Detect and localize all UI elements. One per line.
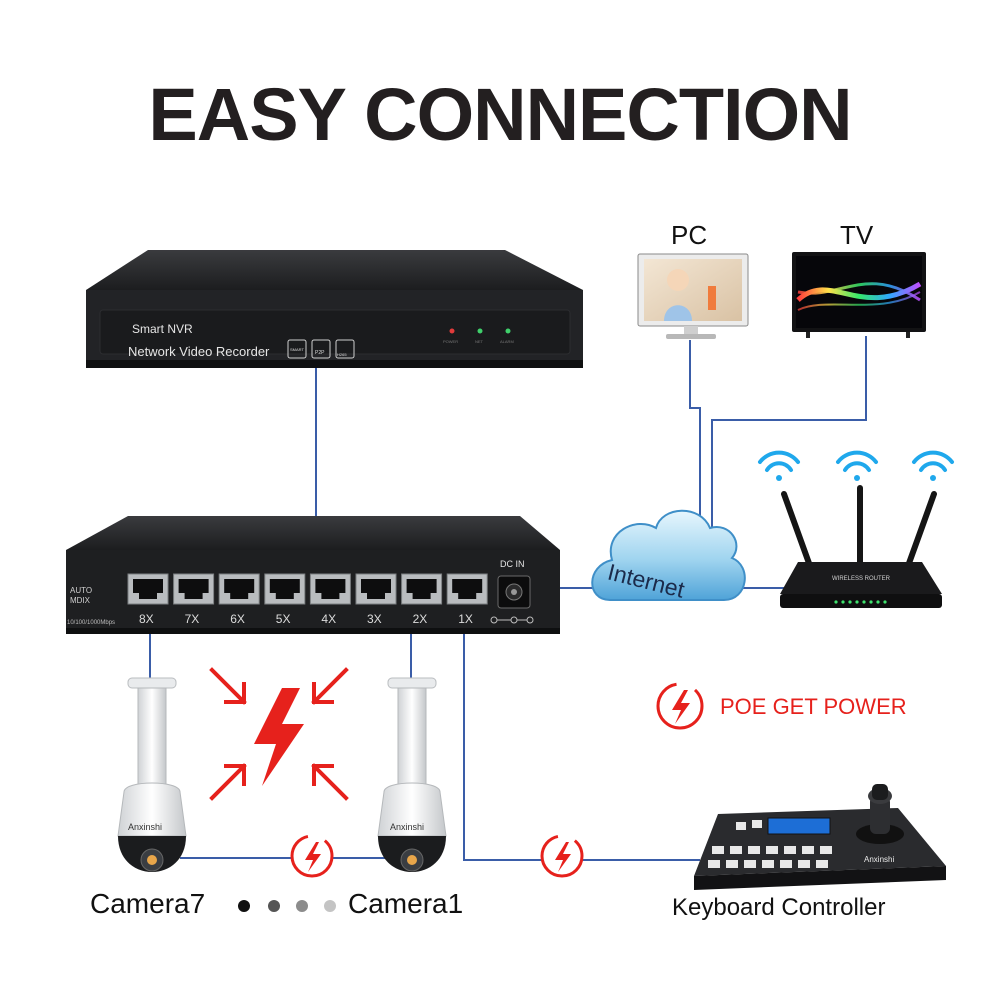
router-label: WIRELESS ROUTER — [832, 576, 891, 582]
ethernet-port-socket — [269, 579, 300, 599]
nvr-net-led — [477, 328, 483, 334]
ethernet-port-socket — [406, 579, 437, 599]
camera1-label: Camera1 — [348, 888, 464, 919]
ethernet-port-socket — [361, 579, 391, 599]
nvr-device: Smart NVR Network Video Recorder SMART P… — [86, 250, 583, 368]
keyboard-brand: Anxinshi — [864, 855, 894, 864]
pc-device: PC — [637, 220, 749, 339]
camera-sequence-dots — [238, 900, 336, 912]
poe-badge-icon — [656, 682, 704, 730]
port-label: 7X — [185, 612, 200, 626]
keyboard-controller: Anxinshi — [694, 784, 946, 890]
port-label: 1X — [458, 612, 473, 626]
port-label: 2X — [413, 612, 428, 626]
camera1-brand: Anxinshi — [390, 822, 424, 832]
tv-label: TV — [840, 220, 874, 250]
nvr-brand: Smart NVR — [132, 322, 193, 336]
nvr-model: Network Video Recorder — [128, 344, 270, 359]
keyboard-label: Keyboard Controller — [672, 894, 886, 921]
wireless-router: WIRELESS ROUTER — [758, 450, 954, 608]
wifi-icon — [758, 450, 954, 481]
camera-7: Anxinshi — [117, 677, 187, 872]
dc-polarity-icon — [490, 616, 534, 624]
ethernet-port-socket — [133, 579, 163, 599]
port-label: 6X — [230, 612, 245, 626]
pc-label: PC — [671, 220, 707, 250]
ethernet-port-socket — [224, 579, 255, 599]
page-title: EASY CONNECTION — [148, 73, 852, 156]
switch-dc-label: DC IN — [500, 559, 525, 569]
port-label: 4X — [321, 612, 336, 626]
nvr-badge-h265: H265 — [337, 352, 347, 357]
ethernet-port-socket — [452, 579, 483, 599]
port-label: 3X — [367, 612, 382, 626]
line-port1-keyboard — [463, 594, 700, 861]
switch-mdix-label: MDIX — [70, 596, 91, 605]
nvr-badge-p2p: P2P — [315, 350, 325, 356]
line-pc-internet — [689, 340, 701, 548]
camera7-label: Camera7 — [90, 888, 206, 919]
nvr-leds: POWER NET ALARM — [443, 328, 514, 344]
tv-device: TV — [792, 220, 926, 338]
poe-badge-cameras — [290, 834, 334, 878]
camera7-brand: Anxinshi — [128, 822, 162, 832]
poe-legend — [656, 682, 704, 730]
nvr-alarm-led — [505, 328, 511, 334]
lightning-bolt-icon — [254, 688, 304, 786]
pc-screen — [644, 259, 742, 321]
port-label: 8X — [139, 612, 154, 626]
camera-1: Anxinshi — [377, 677, 447, 872]
router-antennas — [781, 485, 937, 569]
poe-label: POE GET POWER — [720, 694, 907, 719]
nvr-badge-smart: SMART — [290, 347, 304, 352]
router-lights — [834, 600, 887, 604]
keyboard-lcd — [767, 817, 831, 835]
arrow-icon — [209, 667, 349, 801]
internet-cloud-icon: Internet — [591, 509, 746, 603]
poe-badge-keyboard — [540, 834, 584, 878]
keyboard-keys — [708, 820, 832, 868]
poe-power-cluster — [209, 667, 349, 801]
nvr-badges: SMART P2P H265 — [287, 339, 355, 359]
nvr-led-alarm: ALARM — [500, 339, 514, 344]
ethernet-port-socket — [315, 579, 346, 599]
nvr-led-net: NET — [475, 339, 484, 344]
port-label: 5X — [276, 612, 291, 626]
nvr-power-led — [449, 328, 455, 334]
switch-speed-label: 10/100/1000Mbps — [67, 620, 115, 626]
nvr-led-power: POWER — [443, 339, 458, 344]
switch-ports: 8X 7X 6X 5X 4X 3X 2X 1X — [127, 573, 488, 626]
switch-auto-label: AUTO — [70, 586, 92, 595]
poe-switch: AUTO MDIX 10/100/1000Mbps 8X 7X 6X 5X 4X 3X 2X… — [66, 516, 560, 634]
joystick-icon — [856, 784, 904, 844]
line-tv-internet — [711, 336, 867, 548]
ethernet-port-socket — [178, 579, 209, 599]
